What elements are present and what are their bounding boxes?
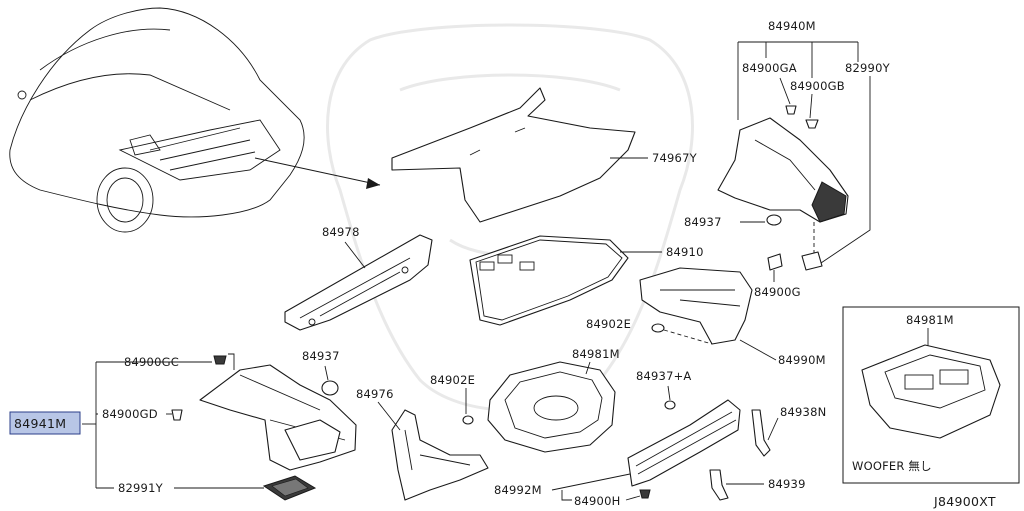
clip-84900GD: [171, 409, 183, 421]
leader-84938N: [767, 417, 779, 441]
car-outline: [9, 7, 305, 233]
label-82990Y[interactable]: 82990Y: [845, 61, 891, 75]
part-84910: [469, 235, 629, 326]
part-84902E-center: [462, 415, 474, 425]
clip-84900GB: [805, 119, 819, 129]
label-84900GB[interactable]: 84900GB: [790, 79, 845, 93]
leader-84940M-clips: [779, 76, 871, 266]
leader-84976: [377, 401, 401, 431]
woofer-note: WOOFER 無し: [852, 459, 932, 473]
leader-84978: [344, 241, 366, 269]
leader-84990M: [739, 339, 777, 361]
part-84981M-inset: [861, 344, 1001, 439]
part-84940M: [717, 117, 849, 223]
label-84900GD[interactable]: 84900GD: [102, 407, 158, 421]
label-84981M[interactable]: 84981M: [572, 347, 620, 361]
leader-84981M: [585, 361, 591, 375]
label-84940M[interactable]: 84940M: [768, 19, 816, 33]
label-84939[interactable]: 84939: [768, 477, 806, 491]
bracket-84941M: [95, 361, 120, 488]
label-84900H[interactable]: 84900H: [574, 494, 620, 508]
diagram-code: J84900XT: [933, 494, 996, 509]
label-84941M[interactable]: 84941M: [14, 416, 66, 431]
part-84902E-right: [651, 323, 665, 333]
label-84938N[interactable]: 84938N: [780, 405, 826, 419]
label-84976[interactable]: 84976: [356, 387, 394, 401]
label-84937-left[interactable]: 84937: [302, 349, 340, 363]
part-84937-right: [766, 214, 782, 226]
woofer-inset-box: [842, 306, 1020, 484]
label-84902E-right[interactable]: 84902E: [586, 317, 631, 331]
part-84937-left: [321, 380, 339, 396]
label-74967Y[interactable]: 74967Y: [652, 151, 698, 165]
watermark-seal: [326, 23, 694, 412]
bracket-84940M: [737, 41, 859, 120]
leader-84937-left: [324, 365, 329, 381]
label-84900G[interactable]: 84900G: [754, 285, 801, 299]
clip-84900GC: [213, 355, 227, 365]
part-84937A: [664, 400, 676, 410]
part-82991Y: [262, 475, 317, 501]
part-84976: [391, 409, 489, 501]
highlight-84941M: [9, 411, 81, 435]
label-84937A[interactable]: 84937+A: [636, 369, 692, 383]
leader-84900GC-1: [228, 353, 235, 370]
part-84981M: [487, 361, 616, 453]
label-84992M[interactable]: 84992M: [494, 483, 542, 497]
clip-84900G: [767, 253, 783, 271]
part-74967Y: [391, 87, 636, 223]
part-84992M: [627, 399, 741, 499]
label-84902E-center[interactable]: 84902E: [430, 373, 475, 387]
part-84938N: [751, 409, 771, 457]
part-82990Y: [801, 251, 823, 271]
leader-84937A: [667, 385, 671, 401]
arrow-head: [366, 178, 380, 189]
label-84937-right[interactable]: 84937: [684, 215, 722, 229]
label-84990M[interactable]: 84990M: [778, 353, 826, 367]
part-84990M: [639, 267, 753, 345]
label-84978[interactable]: 84978: [322, 225, 360, 239]
leader-84900H: [625, 495, 641, 501]
label-84910[interactable]: 84910: [666, 245, 704, 259]
part-84941M: [199, 364, 357, 471]
part-84939: [709, 469, 729, 501]
label-84900GA[interactable]: 84900GA: [742, 61, 797, 75]
label-82991Y[interactable]: 82991Y: [118, 481, 164, 495]
clip-84900GA: [785, 105, 797, 115]
part-84978: [284, 234, 433, 331]
leader-84992M: [551, 473, 631, 491]
dash-84902E-right: [663, 329, 713, 345]
label-84981M-inset[interactable]: 84981M: [906, 313, 954, 327]
arrow-line: [254, 157, 381, 186]
bracket-84992M: [561, 490, 572, 501]
